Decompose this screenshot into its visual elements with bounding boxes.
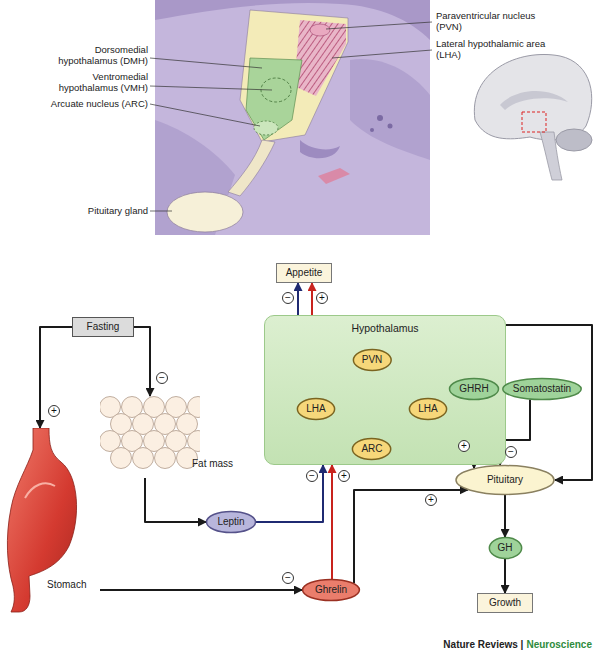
- nucleus-oval: ARC: [352, 438, 391, 460]
- fat-cells: Fat mass: [100, 396, 250, 478]
- credit-text: Nature Reviews |: [443, 639, 523, 650]
- structure-label: Dorsomedial hypothalamus (DMH): [50, 44, 148, 66]
- oval-shape: [353, 349, 391, 370]
- connector-arrow: [40, 327, 72, 428]
- node-text: Pituitary: [487, 474, 523, 486]
- node-text: PVN: [362, 354, 383, 366]
- brain-section: [150, 0, 432, 235]
- node-text: Fat mass: [192, 458, 233, 470]
- nucleus-oval: LHA: [297, 398, 335, 420]
- nucleus-oval: PVN: [353, 349, 392, 371]
- node-text: Ghrelin: [315, 584, 347, 596]
- gland-oval: Pituitary: [455, 465, 555, 495]
- structure-label: Pituitary gland: [50, 205, 148, 216]
- node-text: LHA: [418, 403, 437, 415]
- node-text: GHRH: [459, 383, 488, 395]
- outcome-box: Appetite: [276, 263, 332, 283]
- stomach-highlight: [25, 483, 55, 498]
- nucleus-oval: LHA: [409, 398, 447, 420]
- oval-shape: [503, 378, 581, 399]
- hormone-oval: Somatostatin: [502, 378, 582, 400]
- node-text: Hypothalamus: [265, 322, 505, 334]
- sign-symbol: −: [505, 446, 517, 458]
- oval-shape: [450, 378, 499, 399]
- structure-label: Arcuate nucleus (ARC): [30, 98, 148, 109]
- structure-label: Ventromedial hypothalamus (VMH): [50, 71, 148, 93]
- oval-shape: [456, 466, 554, 495]
- connector-arrow: [506, 325, 592, 480]
- oval-shape: [353, 438, 391, 459]
- node-text: Stomach: [47, 579, 86, 591]
- oval-shape: [303, 579, 360, 600]
- condition-box: Fasting: [72, 317, 134, 337]
- node-text: GH: [498, 542, 513, 554]
- connector-arrow: [297, 283, 299, 315]
- stomach-organ: Stomach: [5, 428, 100, 613]
- connector-arrow: [504, 559, 506, 593]
- oval-shape: [207, 511, 256, 532]
- sign-symbol: −: [156, 372, 168, 384]
- sign-symbol: −: [282, 572, 294, 584]
- outcome-box: Growth: [477, 593, 533, 613]
- oval-shape: [489, 537, 521, 558]
- connector-arrow: [256, 465, 323, 522]
- fat-cell: [111, 448, 132, 469]
- hormone-oval: GH: [489, 537, 522, 559]
- structure-label: Paraventricular nucleus (PVN): [436, 10, 536, 32]
- credit-text: Neuroscience: [526, 639, 592, 650]
- sign-symbol: +: [425, 494, 437, 506]
- sign-symbol: +: [48, 405, 60, 417]
- node-text: LHA: [306, 403, 325, 415]
- sign-symbol: +: [338, 470, 350, 482]
- connector-arrow: [311, 283, 313, 315]
- sign-symbol: −: [282, 292, 294, 304]
- fat-cell: [155, 448, 176, 469]
- node-text: Somatostatin: [513, 383, 571, 395]
- fat-cell-cluster: [100, 396, 200, 470]
- node-text: Fasting: [87, 321, 120, 333]
- hormone-oval: GHRH: [449, 378, 499, 400]
- sign-symbol: −: [306, 470, 318, 482]
- journal-credit: Nature Reviews |Neuroscience: [443, 639, 592, 650]
- connector-arrow: [145, 478, 206, 522]
- connector-arrow: [134, 327, 150, 396]
- connector-arrow: [331, 465, 333, 579]
- connector-arrow: [504, 495, 506, 537]
- node-text: Growth: [489, 597, 521, 609]
- node-text: Leptin: [217, 516, 244, 528]
- brain-inset: [474, 54, 592, 180]
- sign-symbol: +: [458, 440, 470, 452]
- fat-cell: [133, 448, 154, 469]
- hormone-oval: Leptin: [206, 511, 256, 533]
- oval-shape: [297, 398, 334, 419]
- node-text: Appetite: [286, 267, 323, 279]
- oval-shape: [409, 398, 446, 419]
- connector-arrow: [100, 589, 302, 591]
- structure-label: Lateral hypothalamic area (LHA): [436, 38, 546, 60]
- connector-arrow: [354, 490, 468, 583]
- node-text: ARC: [361, 443, 382, 455]
- hormone-oval: Ghrelin: [302, 579, 360, 601]
- sign-symbol: +: [316, 292, 328, 304]
